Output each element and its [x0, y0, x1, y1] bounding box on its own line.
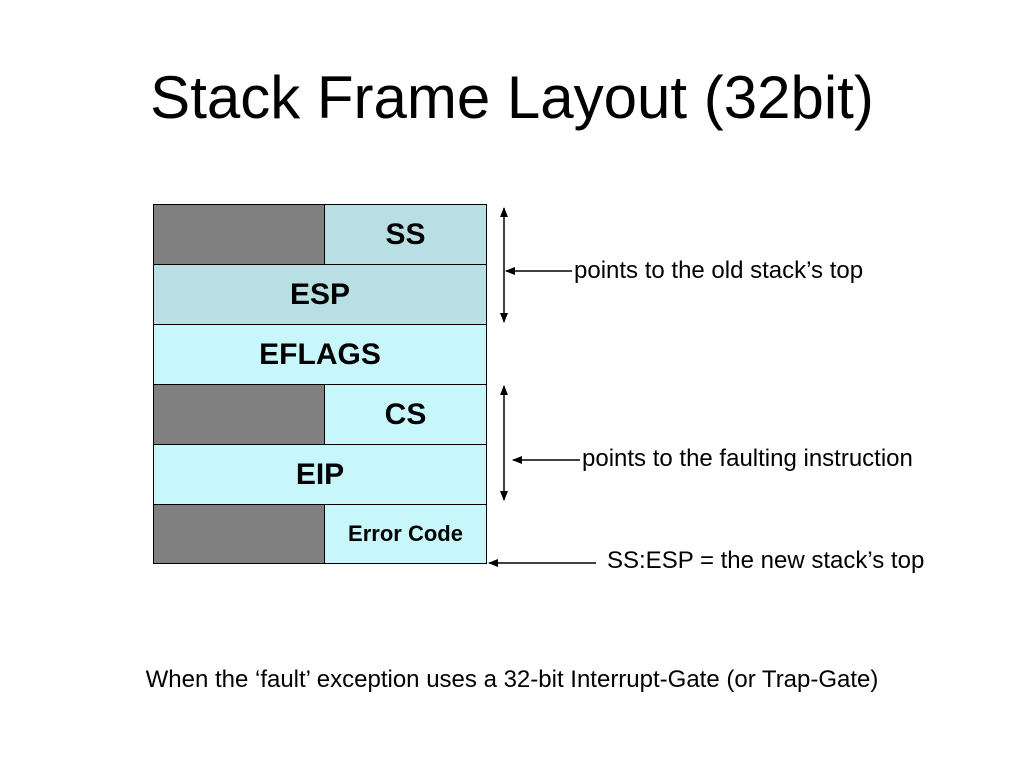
stack-frame-diagram: SS ESP EFLAGS CS EIP Error Code [153, 204, 487, 564]
eip-cell: EIP [153, 444, 487, 505]
esp-cell: ESP [153, 264, 487, 325]
error-code-cell: Error Code [324, 504, 487, 564]
ss-cell: SS [324, 204, 487, 265]
eflags-cell: EFLAGS [153, 324, 487, 385]
slide-caption: When the ‘fault’ exception uses a 32-bit… [145, 666, 879, 693]
new-stack-top-note: SS:ESP = the new stack’s top [607, 547, 925, 574]
error-code-padding-cell [153, 504, 325, 564]
cs-cell: CS [324, 384, 487, 445]
faulting-instruction-note: points to the faulting instruction [582, 445, 913, 472]
slide-title: Stack Frame Layout (32bit) [150, 64, 874, 131]
old-stack-top-note: points to the old stack’s top [574, 257, 864, 284]
cs-padding-cell [153, 384, 325, 445]
ss-padding-cell [153, 204, 325, 265]
